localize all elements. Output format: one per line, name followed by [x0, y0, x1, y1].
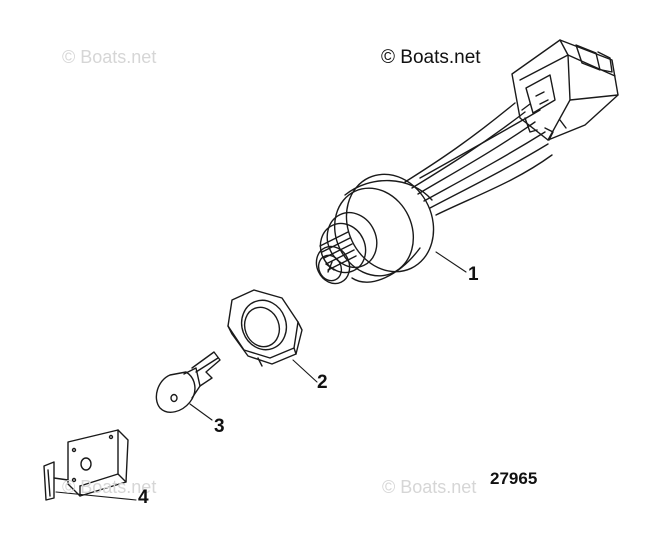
diagram-number: 27965 [490, 469, 538, 488]
callout-3: 3 [214, 416, 225, 437]
callout-1: 1 [468, 264, 479, 285]
key-part [155, 351, 221, 421]
watermark-text: © Boats.net [382, 477, 477, 497]
bracket-part [43, 429, 137, 501]
callout-4: 4 [138, 487, 149, 508]
callout-2: 2 [317, 372, 328, 393]
ignition-switch-part [315, 39, 619, 285]
hex-nut-part [227, 289, 318, 383]
watermark-text: © Boats.net [62, 477, 157, 497]
copyright-text: © Boats.net [381, 47, 481, 68]
watermark-text: © Boats.net [62, 47, 157, 67]
